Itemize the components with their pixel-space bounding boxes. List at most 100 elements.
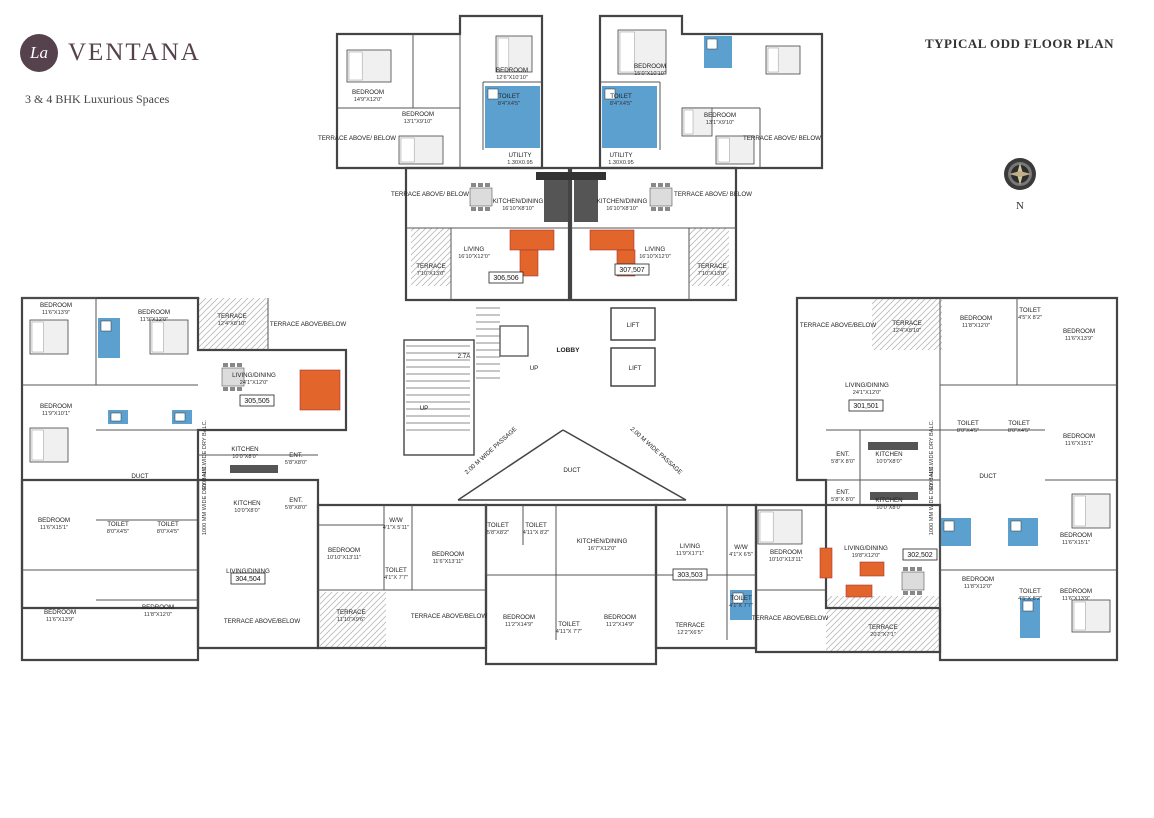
unit-tag-box-5 xyxy=(848,399,884,412)
label-passage-left: 2.00 M WIDE PASSAGE xyxy=(464,426,519,476)
room-dim-r301_bed1: 11'8"X12'0" xyxy=(962,323,990,329)
label-duct-center: DUCT xyxy=(563,467,580,474)
tagline: 3 & 4 BHK Luxurious Spaces xyxy=(25,92,170,106)
room-name-r302_bed4: BEDROOM xyxy=(1060,532,1092,539)
room-dim-t306_toilet: 8'4"X4'5" xyxy=(498,101,520,107)
room-dim-t307_bed2: 13'1"X9'10" xyxy=(706,120,735,126)
pillow-0 xyxy=(348,51,363,81)
room-dim-b_bed_a: 10'10"X13'11" xyxy=(327,555,361,561)
pillow-8 xyxy=(151,321,164,353)
dining-table-3 xyxy=(901,571,925,591)
room-name-b_terrace_a: TERRACE xyxy=(336,609,366,616)
room-dim-r301_kitchen: 10'0"X8'0" xyxy=(876,459,901,465)
unit-tag-3: 304,504 xyxy=(235,576,260,583)
room-dim-r302_bed4: 11'6"X15'1" xyxy=(1062,540,1090,546)
pillow-9 xyxy=(31,429,44,461)
label-terrace-above-3: TERRACE ABOVE/BELOW xyxy=(224,618,300,625)
label-lobby: LOBBY xyxy=(556,347,580,354)
unit-tag-box-6 xyxy=(902,548,938,561)
toilet-fixture-5 xyxy=(174,412,186,422)
room-dim-t307_bed1: 15'0"X10'10" xyxy=(634,71,666,77)
pillow-1 xyxy=(497,37,510,71)
room-name-r301_bed3: BEDROOM xyxy=(1063,433,1095,440)
room-name-l305_terrace: TERRACE xyxy=(217,313,247,320)
room-dim-r301_ent: 5'8"X 8'0" xyxy=(831,459,855,465)
chair-b-1-0 xyxy=(651,207,656,211)
wall-3 xyxy=(569,166,738,302)
room-dim-r301_bed3: 11'6"X15'1" xyxy=(1065,441,1093,447)
kitchen-counter-0 xyxy=(544,172,568,222)
unit-tag-box-4 xyxy=(672,568,708,581)
wall-5 xyxy=(20,478,200,662)
chair-b-1-2 xyxy=(665,207,670,211)
room-name-r302_bed2: BEDROOM xyxy=(962,576,994,583)
room-name-l304_ent: ENT. xyxy=(289,497,303,504)
kitchen-counter-4 xyxy=(868,442,918,450)
room-name-l305_living: LIVING/DINING xyxy=(232,372,276,379)
room-dim-r302_bed1: 10'10"X13'11" xyxy=(769,557,803,563)
room-name-r302_toilet: TOILET xyxy=(730,595,752,602)
room-dim-t307_living: 16'10"X12'0" xyxy=(639,254,671,260)
unit-tag-5: 301,501 xyxy=(853,403,878,410)
room-name-r302_bed1: BEDROOM xyxy=(770,549,802,556)
room-dim-l304_toilet2: 8'0"X4'5" xyxy=(157,529,179,535)
room-dim-b_bed_b: 11'6"X13'11" xyxy=(433,559,464,565)
room-name-t306_kitchen: KITCHEN/DINING xyxy=(493,198,544,205)
unit-tag-1: 307,507 xyxy=(619,267,644,274)
room-name-l304_bed2: BEDROOM xyxy=(44,609,76,616)
label-dry-balc-1: 1000 MM WIDE DRY BALC. xyxy=(202,464,208,535)
toilet-fixture-0 xyxy=(487,88,499,100)
chair-2-0 xyxy=(223,363,228,367)
room-name-l304_bed1: BEDROOM xyxy=(38,517,70,524)
toilet-fixture-3 xyxy=(100,320,112,332)
pillow-10 xyxy=(1073,495,1086,527)
pillow-2 xyxy=(400,137,415,163)
unit-tag-box-3 xyxy=(230,572,266,585)
room-name-r302_terrace: TERRACE xyxy=(868,624,898,631)
room-name-r301_toilet2: TOILET xyxy=(957,420,979,427)
chair-1-2 xyxy=(665,183,670,187)
room-name-b_toilet_c: TOILET xyxy=(525,522,547,529)
room-name-l305_bed1: BEDROOM xyxy=(40,302,72,309)
room-name-r301_terrace: TERRACE xyxy=(892,320,922,327)
room-dim-r302_toilet2: 4'5"X 8'2" xyxy=(1018,596,1042,602)
dining-table-0 xyxy=(469,187,493,207)
room-dim-l305_terrace: 12'4"X8'10" xyxy=(218,321,247,327)
room-dim-r301_bed2: 11'6"X13'9" xyxy=(1065,336,1093,342)
room-name-r301_kitchen: KITCHEN xyxy=(875,451,902,458)
kitchen-counter-1 xyxy=(574,172,598,222)
room-name-r302_bed3: BEDROOM xyxy=(1060,588,1092,595)
room-dim-b_toilet_c: 4'11"X 8'2" xyxy=(523,530,550,536)
room-name-b_terrace_b: TERRACE xyxy=(675,622,705,629)
wall-9 xyxy=(484,503,658,666)
room-name-t307_terrace: TERRACE xyxy=(697,263,727,270)
compass-icon: N xyxy=(1004,158,1036,212)
room-name-t307_bed1: BEDROOM xyxy=(634,63,666,70)
chair-3-1 xyxy=(910,567,915,571)
unit-tag-0: 306,506 xyxy=(493,275,518,282)
room-name-b_toilet_a: TOILET xyxy=(385,567,407,574)
room-name-t306_utility: UTILITY xyxy=(508,152,531,159)
chair-b-3-2 xyxy=(917,591,922,595)
partitions xyxy=(22,34,1117,640)
room-name-b_bed_a: BEDROOM xyxy=(328,547,360,554)
room-name-r301_toilet: TOILET xyxy=(1019,307,1041,314)
pillow-5 xyxy=(683,109,694,135)
toilet-fixture-1 xyxy=(604,88,616,100)
kitchen-counter-2 xyxy=(230,465,278,473)
room-dim-b_bed_d: 11'2"X14'9" xyxy=(606,622,634,628)
label-terrace-ab-4: TERRACE ABOVE/ BELOW xyxy=(743,135,821,142)
room-name-r302_ent: ENT. xyxy=(836,489,850,496)
room-labels: BEDROOM14'9"X12'0"BEDROOM12'6"X10'10"BED… xyxy=(38,63,1095,638)
label-duct-left: DUCT xyxy=(131,473,148,480)
room-dim-b_kitchen: 16'7"X12'0" xyxy=(588,546,617,552)
furniture xyxy=(29,29,1111,633)
label-duct-right: DUCT xyxy=(979,473,996,480)
room-name-r302_toilet2: TOILET xyxy=(1019,588,1041,595)
logo-mark: La xyxy=(20,34,58,72)
utility-bar xyxy=(536,172,606,180)
room-name-b_ww: W/W xyxy=(389,517,403,524)
room-dim-r302_bed3: 11'6"X13'9" xyxy=(1062,596,1090,602)
room-name-b_toilet_d: TOILET xyxy=(558,621,580,628)
